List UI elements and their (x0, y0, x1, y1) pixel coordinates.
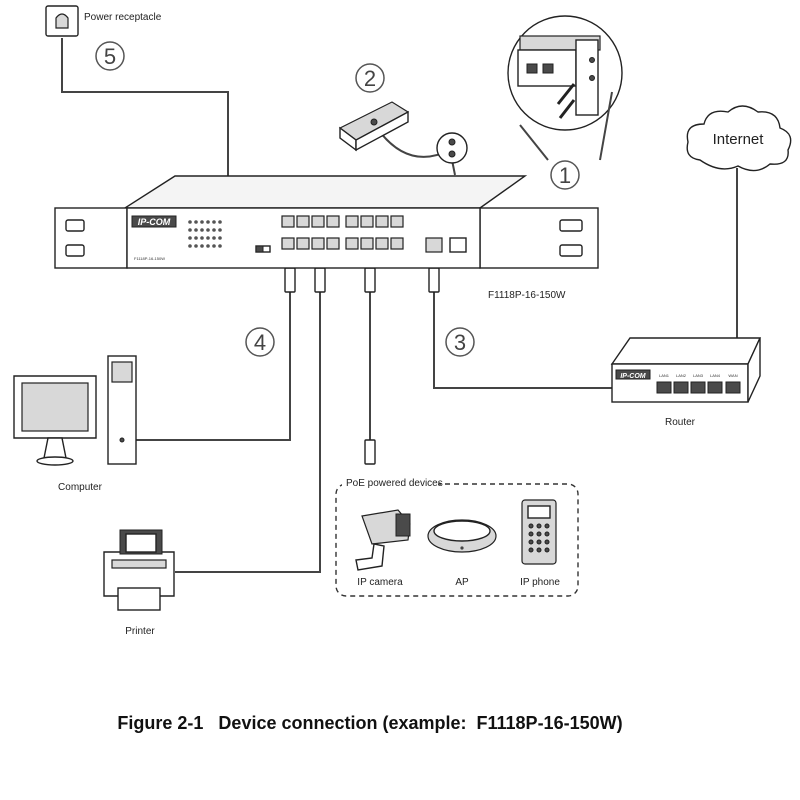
rack-ear-left (54, 207, 128, 269)
power-receptacle: Power receptacle (45, 5, 162, 37)
ground-terminal-zoom (436, 132, 468, 164)
poe-devices-group: PoE powered devices IP camera AP IP phon… (335, 476, 579, 597)
screw-icon (556, 83, 576, 105)
plug-icon (55, 13, 69, 29)
ap-device: AP (427, 519, 497, 588)
power-receptacle-label: Power receptacle (84, 12, 162, 23)
plug-poe (364, 267, 376, 293)
step-2-marker: 2 (355, 63, 385, 93)
switch-brand: IP-COM (138, 217, 171, 227)
poe-group-border (335, 483, 579, 597)
internet-label: Internet (713, 131, 765, 148)
router-port-wan: WAN (728, 373, 737, 378)
step-5-marker: 5 (95, 41, 125, 71)
rack-mount-zoom (507, 15, 623, 161)
svg-text:2: 2 (364, 66, 376, 91)
router-port-lan3: LAN3 (693, 373, 704, 378)
rj45-ports (281, 215, 404, 250)
step-1-marker: 1 (550, 160, 580, 190)
computer-cable (135, 292, 291, 441)
power-cable (61, 38, 229, 178)
internet-cloud: Internet (686, 105, 792, 172)
switch-top-face (122, 175, 528, 209)
svg-text:5: 5 (104, 44, 116, 69)
router-label: Router (665, 417, 696, 428)
plug-poe-end (364, 439, 376, 465)
computer-device: Computer (13, 355, 137, 493)
uplink-port (425, 237, 443, 253)
switch-model-panel: F1118P-16-150W (134, 256, 165, 261)
ip-phone-device: IP phone (520, 499, 560, 588)
svg-text:1: 1 (559, 163, 571, 188)
router-port-lan1: LAN1 (659, 373, 670, 378)
plug-printer (314, 267, 326, 293)
cables (61, 38, 738, 573)
step-3-marker: 3 (445, 327, 475, 357)
svg-text:3: 3 (454, 330, 466, 355)
ip-camera-label: IP camera (357, 577, 403, 588)
router-port-lan4: LAN4 (710, 373, 721, 378)
router-device: IP-COM LAN1 LAN2 LAN3 LAN4 WAN Router (610, 337, 762, 428)
step-markers: 5 2 1 4 3 (95, 41, 580, 357)
cloud-icon (686, 105, 792, 172)
plug-router (428, 267, 440, 293)
switch-model-label: F1118P-16-150W (488, 290, 566, 301)
ap-label: AP (455, 577, 469, 588)
rack-ear-right (479, 207, 599, 269)
router-cable (433, 290, 612, 389)
cable-plugs (284, 267, 440, 465)
router-port-lan2: LAN2 (676, 373, 687, 378)
step-4-marker: 4 (245, 327, 275, 357)
router-brand: IP-COM (620, 373, 645, 380)
plug-computer (284, 267, 296, 293)
printer-device: Printer (103, 529, 175, 637)
sfp-port (449, 237, 467, 253)
printer-label: Printer (125, 626, 155, 637)
poe-group-label: PoE powered devices (346, 478, 443, 489)
svg-text:4: 4 (254, 330, 266, 355)
computer-label: Computer (58, 482, 103, 493)
switch-device: IP-COM F1118P-16-150W F1118P-16-150W (54, 175, 599, 301)
ip-camera-device: IP camera (355, 509, 411, 588)
figure-caption: Figure 2-1 Device connection (example: F… (117, 713, 622, 733)
printer-cable (175, 292, 321, 573)
ip-phone-label: IP phone (520, 577, 560, 588)
led-indicators (188, 220, 222, 248)
grounding-bracket (338, 101, 468, 164)
